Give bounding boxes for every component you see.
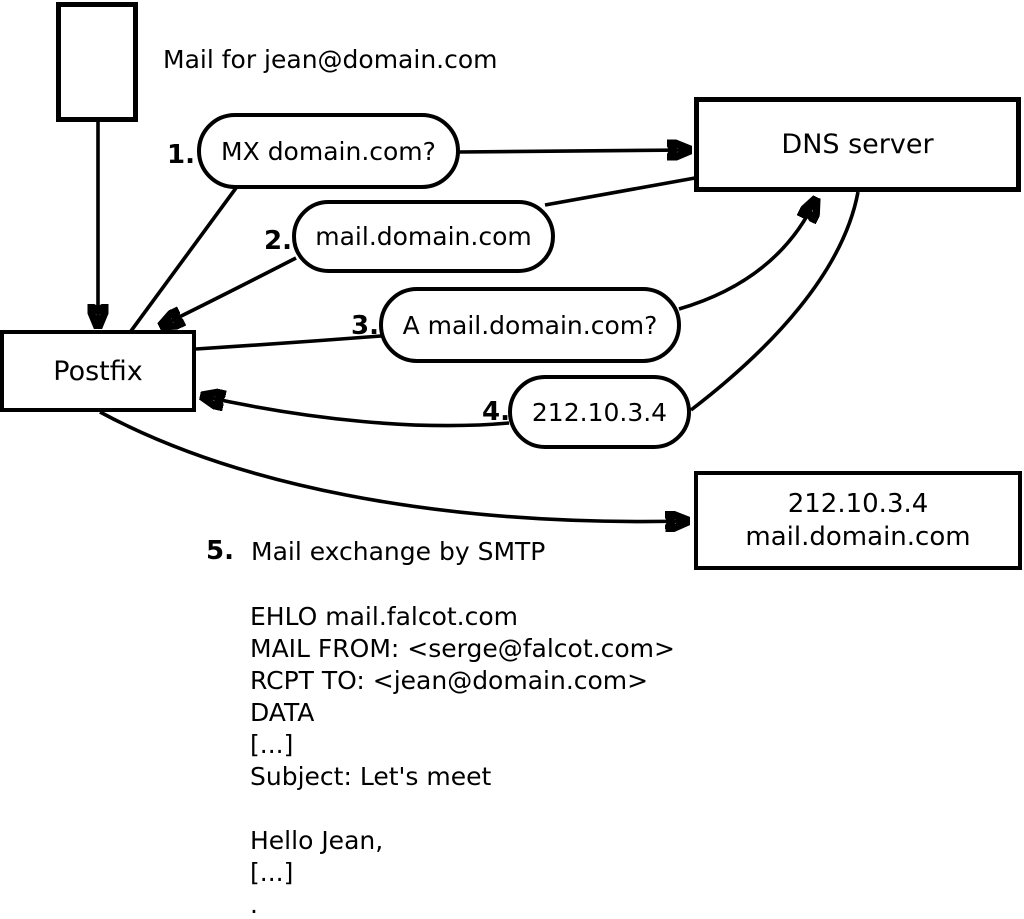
arrow-query3-to-dns [678, 199, 816, 311]
dns-server-label: DNS server [781, 129, 934, 160]
step-3-number: 3. [351, 311, 379, 341]
smtp-line: . [250, 890, 258, 919]
mail-server-hostname: mail.domain.com [745, 521, 971, 552]
mail-envelope [56, 2, 138, 122]
line-dns-to-answer2 [544, 176, 696, 207]
arrow-answer2-to-postfix [161, 256, 297, 326]
step-4-number: 4. [482, 397, 510, 427]
line-dns-to-answer4 [689, 191, 860, 412]
postfix-node: Postfix [0, 330, 196, 412]
step-1-number: 1. [167, 140, 195, 170]
query-mx-pill: MX domain.com? [197, 113, 460, 189]
smtp-line: Subject: Let's meet [250, 762, 492, 791]
line-postfix-to-query3 [195, 334, 382, 351]
mail-server-ip: 212.10.3.4 [787, 488, 929, 519]
answer-a-pill: 212.10.3.4 [508, 375, 691, 449]
arrow-query1-to-dns [458, 150, 690, 152]
answer-mx-label: mail.domain.com [315, 222, 532, 251]
smtp-line: Hello Jean, [250, 826, 384, 855]
step-5-number: 5. [206, 536, 234, 566]
postfix-label: Postfix [53, 355, 143, 387]
mail-server-node: 212.10.3.4 mail.domain.com [694, 471, 1022, 570]
smtp-line: [...] [250, 730, 294, 759]
smtp-transcript: EHLO mail.falcot.com MAIL FROM: <serge@f… [250, 601, 675, 919]
arrow-postfix-to-mailserver [99, 410, 688, 522]
dns-server-node: DNS server [694, 97, 1021, 192]
smtp-line: [...] [250, 858, 294, 887]
line-postfix-to-query1 [129, 186, 238, 333]
smtp-line: RCPT TO: <jean@domain.com> [250, 666, 649, 695]
answer-a-label: 212.10.3.4 [531, 397, 668, 427]
query-a-pill: A mail.domain.com? [379, 287, 681, 363]
step-5-label: Mail exchange by SMTP [251, 537, 546, 566]
arrow-answer4-to-postfix [202, 396, 510, 428]
query-a-label: A mail.domain.com? [402, 310, 658, 340]
answer-mx-pill: mail.domain.com [292, 200, 555, 273]
smtp-line: DATA [250, 698, 315, 727]
step-2-number: 2. [264, 226, 292, 256]
smtp-line [250, 793, 675, 825]
smtp-line: MAIL FROM: <serge@falcot.com> [250, 634, 675, 663]
smtp-line: EHLO mail.falcot.com [250, 602, 519, 631]
mail-caption: Mail for jean@domain.com [163, 45, 498, 74]
query-mx-label: MX domain.com? [221, 136, 436, 166]
